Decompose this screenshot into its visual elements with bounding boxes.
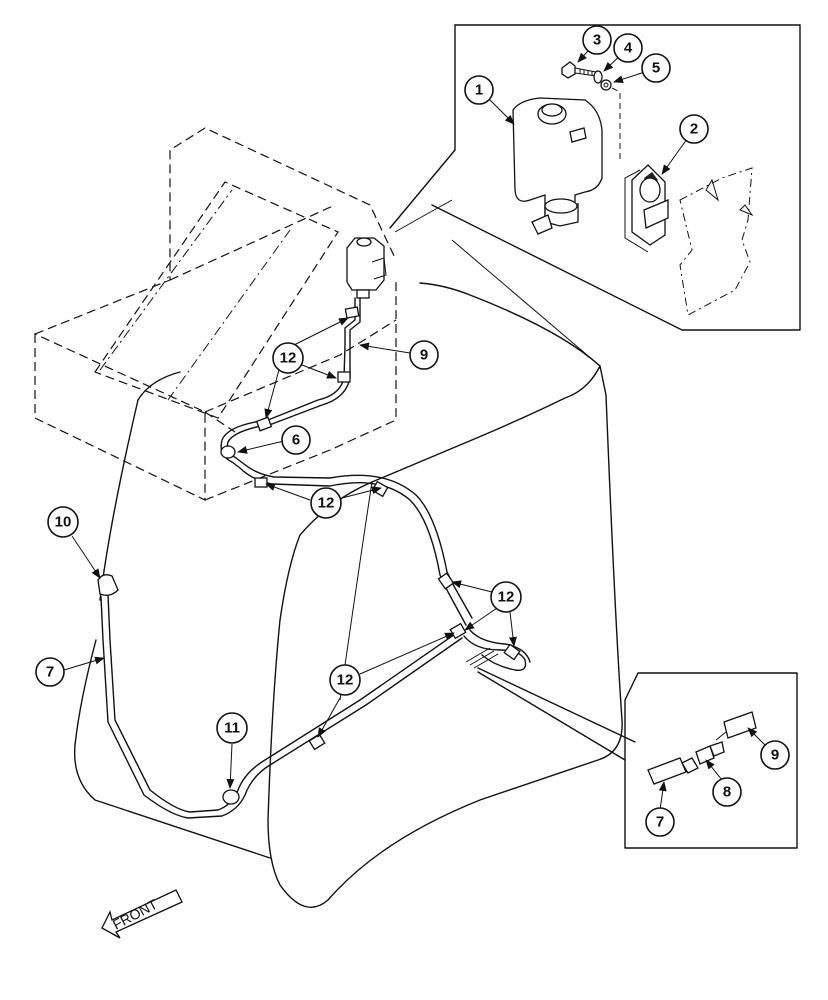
svg-text:12: 12 bbox=[318, 495, 335, 512]
svg-text:10: 10 bbox=[55, 514, 72, 531]
svg-text:4: 4 bbox=[624, 40, 633, 57]
svg-text:11: 11 bbox=[224, 720, 240, 737]
cab-body bbox=[73, 199, 623, 908]
callout-3: 3 bbox=[582, 25, 612, 55]
callout-12-d: 12 bbox=[329, 664, 361, 696]
callout-7-left: 7 bbox=[35, 657, 65, 687]
callout-11: 11 bbox=[216, 712, 248, 744]
svg-text:12: 12 bbox=[280, 350, 297, 367]
callouts: 1 2 3 4 5 6 9 12 12 12 12 10 7 11 7 8 9 bbox=[35, 25, 790, 837]
console-hidden-outline bbox=[34, 127, 397, 501]
callout-12-b: 12 bbox=[310, 487, 342, 519]
svg-text:6: 6 bbox=[292, 432, 300, 449]
callout-5: 5 bbox=[641, 53, 671, 83]
svg-text:12: 12 bbox=[337, 672, 354, 689]
callout-12-a: 12 bbox=[272, 342, 304, 374]
svg-text:9: 9 bbox=[771, 747, 779, 764]
callout-4: 4 bbox=[613, 33, 643, 63]
svg-text:12: 12 bbox=[498, 589, 515, 606]
svg-text:3: 3 bbox=[593, 32, 601, 49]
reservoir-on-cab bbox=[346, 237, 387, 299]
reservoir-detail-inset bbox=[389, 24, 801, 331]
svg-text:2: 2 bbox=[690, 121, 698, 138]
callout-9-top: 9 bbox=[409, 340, 439, 370]
svg-text:7: 7 bbox=[46, 664, 54, 681]
connector-detail-inset bbox=[477, 667, 798, 849]
svg-text:7: 7 bbox=[656, 814, 664, 831]
callout-2: 2 bbox=[679, 114, 709, 144]
svg-text:1: 1 bbox=[475, 82, 483, 99]
hose-clips bbox=[97, 306, 521, 805]
callout-10: 10 bbox=[47, 506, 79, 538]
callout-6: 6 bbox=[281, 425, 311, 455]
front-direction-arrow: FRONT bbox=[101, 889, 183, 939]
svg-text:9: 9 bbox=[420, 347, 428, 364]
callout-9-detail: 9 bbox=[760, 740, 790, 770]
svg-text:5: 5 bbox=[652, 60, 660, 77]
callout-7-detail: 7 bbox=[645, 807, 675, 837]
washer-hose bbox=[100, 297, 531, 819]
svg-text:8: 8 bbox=[723, 784, 731, 801]
callout-1: 1 bbox=[464, 75, 494, 105]
callout-8: 8 bbox=[712, 777, 742, 807]
leader-lines bbox=[63, 41, 766, 811]
callout-12-c: 12 bbox=[490, 581, 522, 613]
